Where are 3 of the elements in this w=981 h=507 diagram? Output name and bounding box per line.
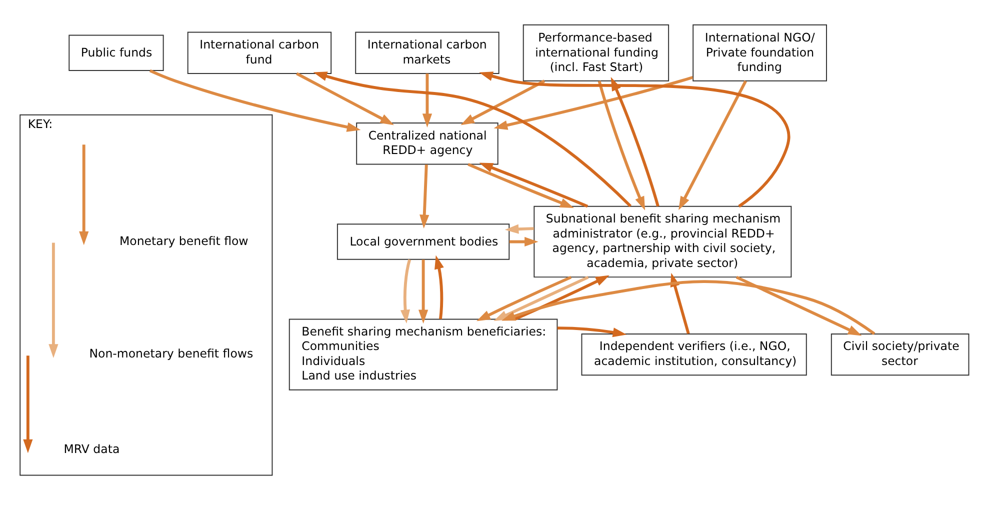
legend-label: Monetary benefit flow — [120, 233, 248, 248]
legend-label: MRV data — [64, 441, 120, 456]
legend-label: Non-monetary benefit flows — [89, 346, 254, 360]
